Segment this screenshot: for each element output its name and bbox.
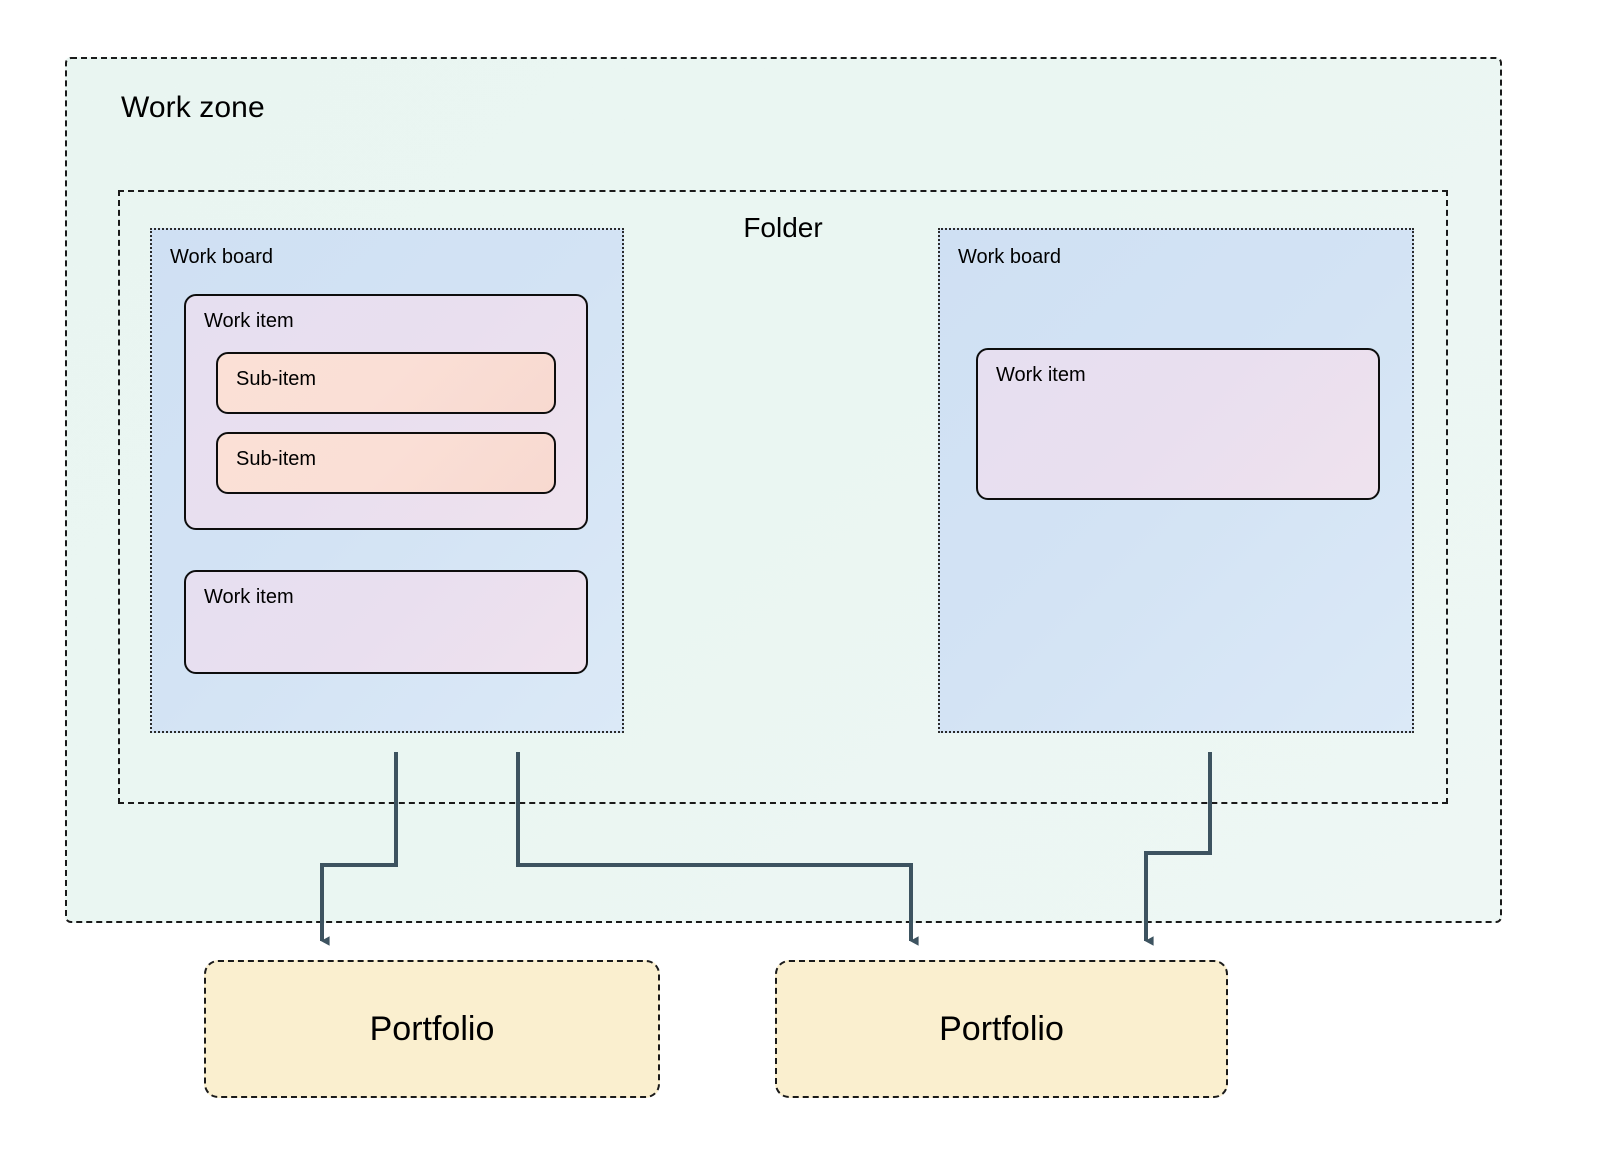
portfolio-1-label: Portfolio bbox=[369, 1009, 495, 1048]
portfolio-1[interactable]: Portfolio bbox=[204, 960, 660, 1098]
work-item-left-2[interactable]: Work item bbox=[184, 570, 588, 674]
sub-item-left-2-label: Sub-item bbox=[236, 448, 317, 470]
work-item-right-1[interactable]: Work item bbox=[976, 348, 1380, 500]
sub-item-left-1[interactable]: Sub-item bbox=[216, 352, 556, 414]
work-board-right-label: Work board bbox=[958, 246, 1062, 268]
work-item-left-2-label: Work item bbox=[204, 586, 294, 608]
work-item-left-1-label: Work item bbox=[204, 310, 294, 332]
work-zone-label: Work zone bbox=[121, 91, 265, 124]
portfolio-2[interactable]: Portfolio bbox=[775, 960, 1228, 1098]
work-board-left-label: Work board bbox=[170, 246, 274, 268]
portfolio-2-label: Portfolio bbox=[939, 1009, 1064, 1048]
sub-item-left-2[interactable]: Sub-item bbox=[216, 432, 556, 494]
folder-label: Folder bbox=[743, 212, 823, 243]
sub-item-left-1-label: Sub-item bbox=[236, 368, 317, 390]
work-item-right-1-label: Work item bbox=[996, 364, 1086, 386]
